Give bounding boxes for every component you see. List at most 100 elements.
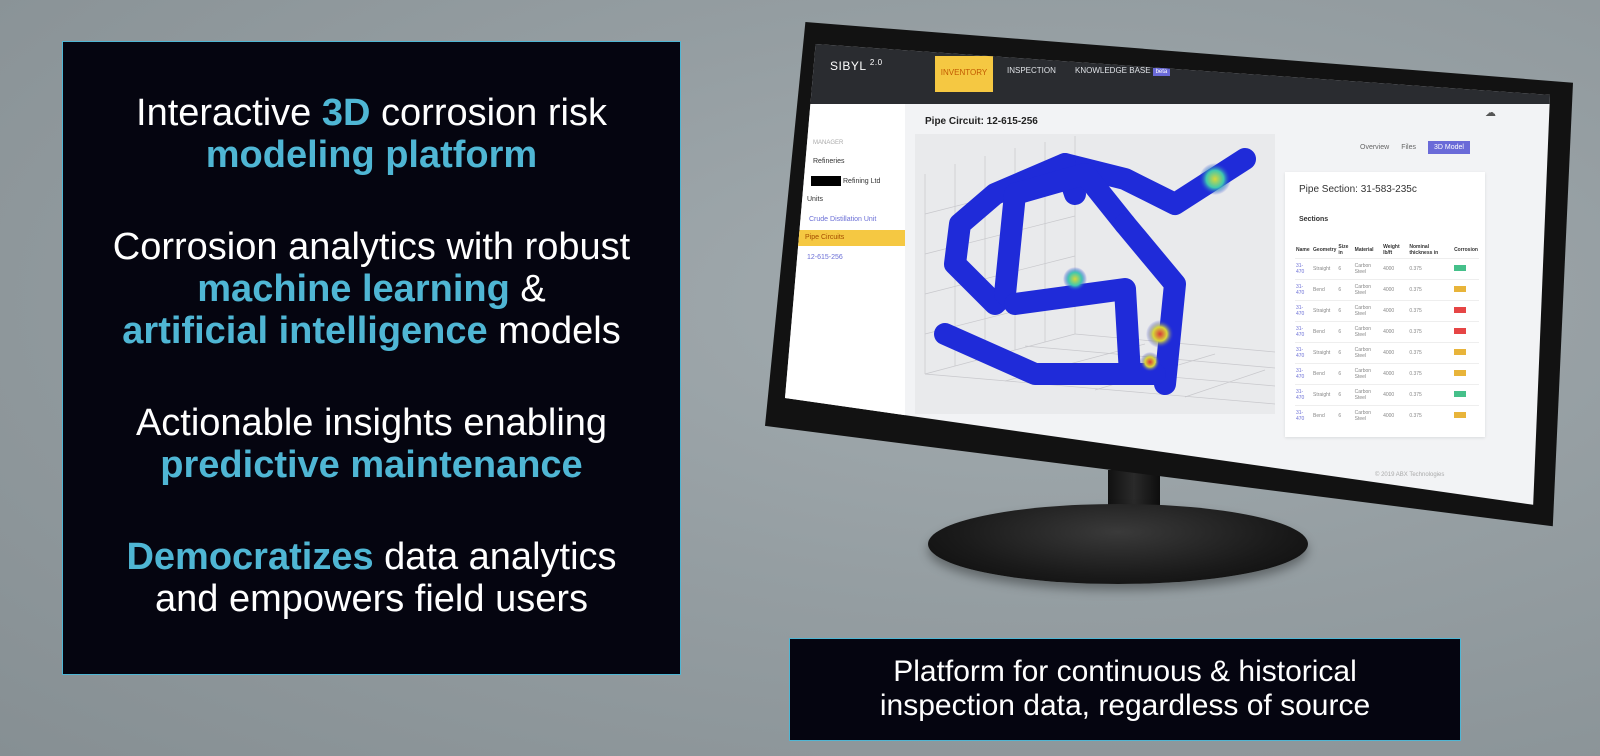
app-logo: SIBYL 2.0	[830, 58, 883, 73]
table-cell	[1453, 405, 1479, 426]
sidebar-item-units[interactable]: Units	[807, 196, 823, 203]
sidebar-heading: MANAGER	[813, 140, 844, 146]
table-cell: 4000	[1382, 258, 1409, 280]
redacted-block	[811, 176, 841, 186]
tab-files[interactable]: Files	[1401, 144, 1416, 151]
table-cell: Carbon Steel	[1353, 405, 1383, 426]
corrosion-badge	[1454, 286, 1467, 292]
table-cell: 31-470	[1295, 363, 1313, 385]
view-tabs: Overview Files 3D Model	[1360, 141, 1482, 154]
table-cell	[1453, 384, 1479, 406]
sidebar-item-unit[interactable]: Crude Distillation Unit	[809, 216, 877, 223]
table-cell: 31-470	[1295, 279, 1313, 301]
table-cell: 4000	[1382, 342, 1409, 364]
tab-3d-model[interactable]: 3D Model	[1427, 141, 1470, 154]
table-cell: 4000	[1382, 405, 1409, 426]
corrosion-badge	[1454, 328, 1467, 334]
table-cell: 6	[1337, 321, 1354, 343]
table-cell: Carbon Steel	[1353, 258, 1383, 280]
corrosion-badge	[1454, 307, 1467, 313]
highlight-text: artificial intelligence	[122, 310, 488, 352]
table-cell: 6	[1337, 300, 1354, 322]
sidebar-item-refineries[interactable]: Refineries	[813, 158, 845, 165]
text: data analytics	[373, 536, 617, 578]
table-cell: 6	[1337, 279, 1354, 301]
feature-3d-modeling: Interactive 3D corrosion risk modeling p…	[63, 92, 680, 176]
feature-ml-ai: Corrosion analytics with robust machine …	[63, 226, 680, 352]
text: &	[509, 268, 546, 310]
column-header: Corrosion	[1454, 247, 1478, 253]
tab-inventory[interactable]: INVENTORY	[935, 56, 993, 92]
cloud-upload-icon[interactable]: ☁	[1485, 107, 1496, 119]
corrosion-badge	[1454, 265, 1467, 271]
table-cell: Bend	[1312, 279, 1338, 301]
table-cell: 0.375	[1408, 258, 1454, 280]
table-cell: 6	[1337, 405, 1354, 426]
table-cell: 0.375	[1408, 321, 1454, 343]
sidebar-item-label: Refining Ltd	[843, 177, 881, 185]
table-cell: 0.375	[1408, 363, 1454, 385]
table-cell: Carbon Steel	[1353, 300, 1383, 322]
feature-predictive-maintenance: Actionable insights enabling predictive …	[63, 402, 680, 486]
text: corrosion risk	[370, 92, 607, 134]
caption-line: inspection data, regardless of source	[879, 689, 1371, 722]
3d-pipe-model-viewer[interactable]	[915, 134, 1276, 414]
tab-knowledge-base-label: KNOWLEDGE BASE	[1075, 66, 1151, 75]
app-logo-version: 2.0	[869, 58, 883, 67]
table-cell: 0.375	[1408, 300, 1454, 322]
pipe-path	[934, 148, 1256, 395]
table-cell: 31-470	[1295, 321, 1313, 343]
table-cell: Carbon Steel	[1353, 384, 1383, 406]
table-cell: 4000	[1382, 321, 1409, 343]
caption-line: Platform for continuous & historical	[893, 655, 1357, 688]
3d-pipe-model	[924, 136, 1276, 405]
sidebar-item-circuit[interactable]: 12-615-256	[807, 254, 843, 261]
table-cell: 4000	[1382, 300, 1409, 322]
table-cell	[1453, 258, 1479, 280]
table-cell: Straight	[1312, 258, 1338, 280]
feature-democratizes: Democratizes data analytics and empowers…	[63, 536, 680, 620]
table-cell	[1453, 342, 1479, 364]
sidebar-item-refinery[interactable]: Refining Ltd	[811, 176, 880, 186]
table-cell	[1453, 321, 1479, 343]
tab-overview[interactable]: Overview	[1360, 144, 1390, 151]
text: Actionable insights enabling	[135, 402, 608, 444]
corrosion-badge	[1454, 412, 1467, 418]
table-cell: 4000	[1382, 279, 1409, 301]
table-cell: 0.375	[1408, 405, 1454, 426]
table-cell	[1453, 363, 1479, 385]
corrosion-hotspots	[1063, 163, 1231, 372]
table-cell: 6	[1337, 363, 1354, 385]
sections-table: Name Geometry Size in Material Weight lb…	[1295, 242, 1479, 426]
text: models	[487, 310, 621, 352]
text: and empowers field users	[155, 578, 588, 620]
table-cell: Bend	[1312, 405, 1338, 426]
table-cell: Straight	[1312, 300, 1338, 322]
column-header: Material	[1354, 247, 1374, 253]
tab-inspection[interactable]: INSPECTION	[1007, 66, 1056, 75]
table-cell: Carbon Steel	[1353, 363, 1383, 385]
corrosion-badge	[1454, 391, 1467, 397]
pipe-section-title: Pipe Section: 31-583-235c	[1299, 184, 1417, 195]
feature-panel: Interactive 3D corrosion risk modeling p…	[62, 41, 681, 675]
page-title: Pipe Circuit: 12-615-256	[925, 116, 1038, 127]
table-header-row: Name Geometry Size in Material Weight lb…	[1295, 242, 1479, 259]
table-cell: Carbon Steel	[1353, 321, 1383, 343]
sidebar-item-pipe-circuits[interactable]: Pipe Circuits	[785, 230, 905, 246]
table-cell: 0.375	[1408, 279, 1454, 301]
column-header: Size in	[1338, 244, 1349, 256]
table-cell: 31-470	[1295, 300, 1313, 322]
table-cell: 0.375	[1408, 342, 1454, 364]
table-cell	[1453, 279, 1479, 301]
column-header: Weight lb/ft	[1383, 244, 1400, 256]
